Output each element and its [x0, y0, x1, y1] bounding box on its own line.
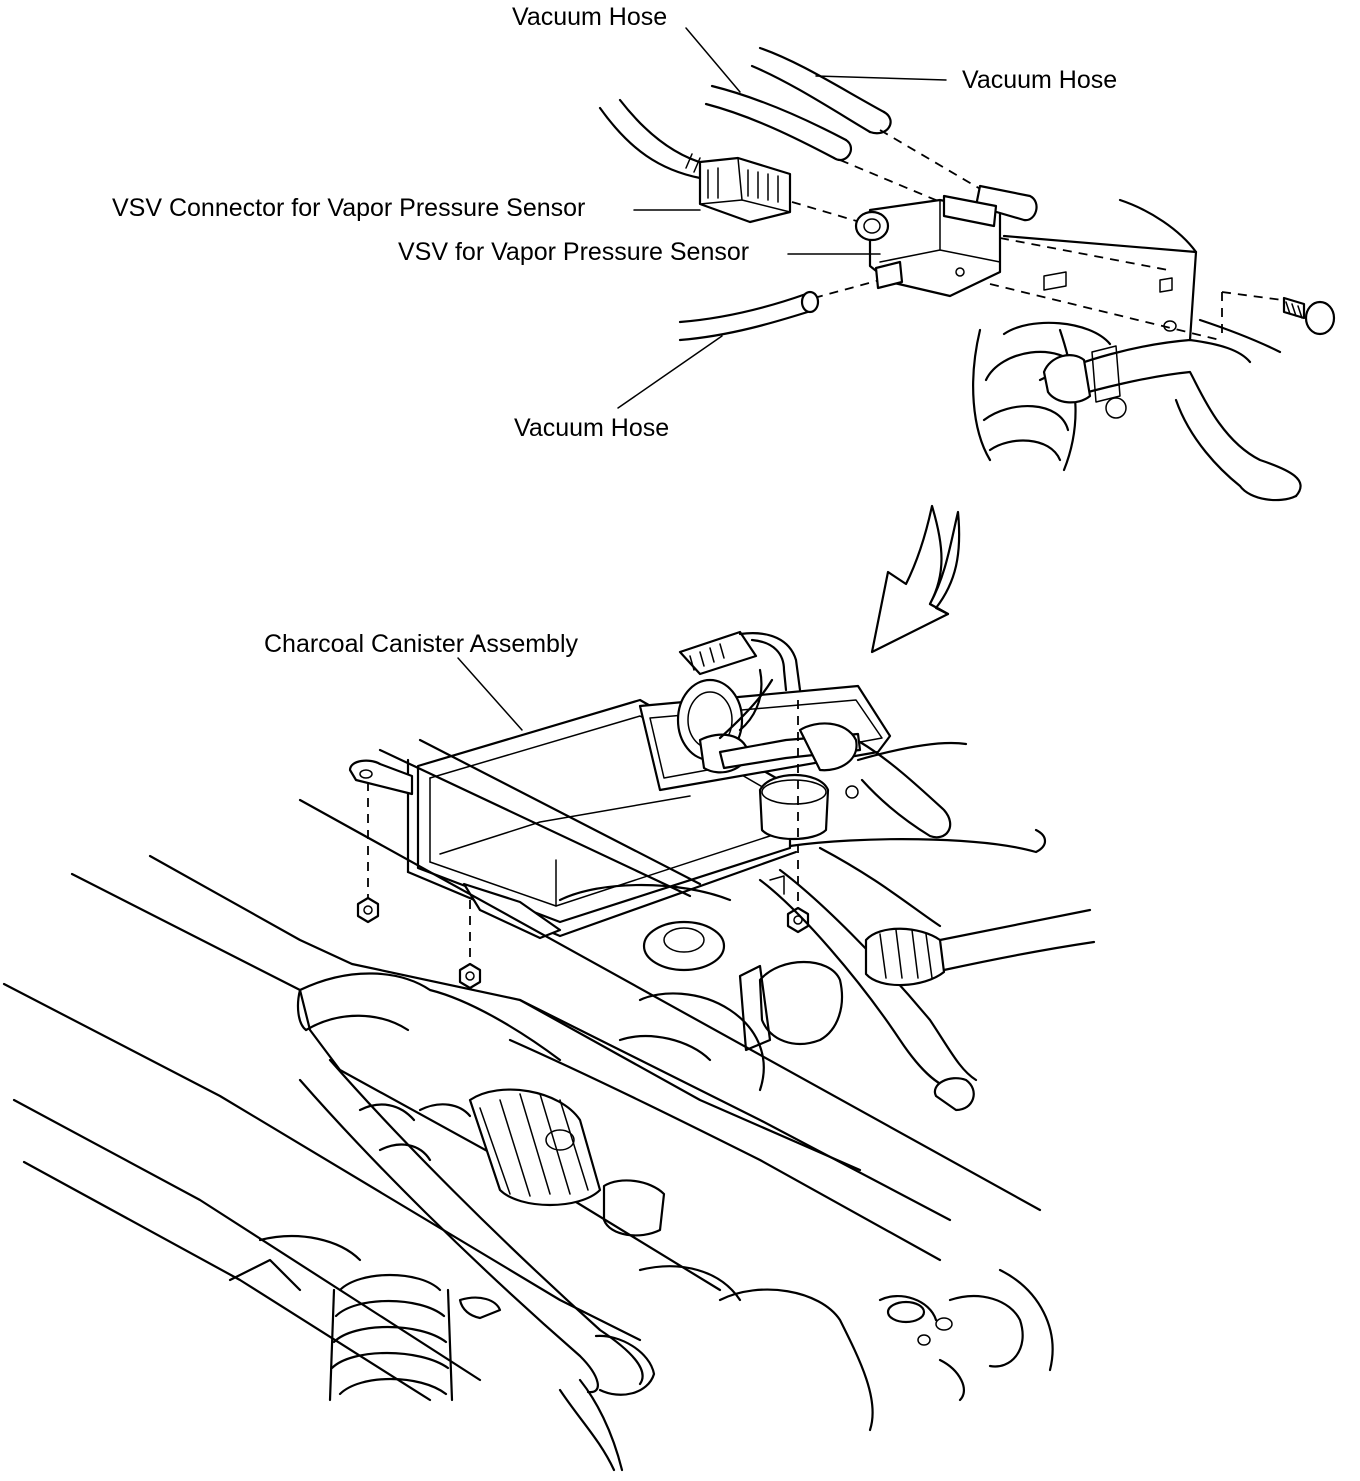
- nut-middle-icon: [458, 962, 482, 990]
- bolt-shape: [1282, 296, 1336, 336]
- leader-vacuum-hose-bottom: [617, 335, 723, 409]
- vsv-connector-shape: [698, 156, 792, 224]
- fastener-guides: [356, 700, 810, 990]
- chassis-underbody: [2, 738, 1096, 1472]
- leader-charcoal-canister: [457, 657, 523, 731]
- hose-guide-line-1: [879, 129, 983, 191]
- vsv-detail: [598, 46, 1336, 502]
- bolt-guide-line: [1221, 291, 1283, 340]
- leader-vacuum-hose-right: [815, 75, 947, 81]
- connector-guide-line: [791, 201, 861, 223]
- vacuum-hose-lower: [678, 290, 820, 342]
- bracket-guide-line-1: [999, 237, 1169, 271]
- leader-vacuum-hose-top: [685, 27, 741, 93]
- bracket-guide-line-2: [989, 283, 1221, 341]
- leader-lines: [457, 27, 947, 731]
- nut-right-icon: [786, 906, 810, 934]
- canister-assembly: [348, 630, 1047, 990]
- canister-mounting-tabs: [348, 759, 562, 940]
- vacuum-hose-upper: [704, 84, 852, 161]
- label-vacuum-hose-right: Vacuum Hose: [962, 66, 1118, 94]
- vsv-body-shape: [854, 184, 1038, 298]
- label-vacuum-hose-bottom: Vacuum Hose: [514, 414, 670, 442]
- connector-harness: [598, 98, 708, 180]
- canister-top-components: [638, 630, 1047, 854]
- vacuum-hose-upper-right: [750, 46, 892, 135]
- mounting-bracket: [1002, 198, 1198, 342]
- label-vsv-connector: VSV Connector for Vapor Pressure Sensor: [112, 194, 586, 222]
- coil-spring: [328, 1274, 454, 1402]
- nut-left-icon: [356, 896, 380, 924]
- engine-parts-top: [972, 318, 1302, 502]
- label-vsv: VSV for Vapor Pressure Sensor: [398, 238, 750, 266]
- hose-guide-line-2: [839, 159, 951, 207]
- label-vacuum-hose-top: Vacuum Hose: [512, 3, 668, 31]
- curved-arrow-icon: [870, 504, 961, 654]
- lower-hose-guide-line: [813, 279, 881, 299]
- label-charcoal-canister: Charcoal Canister Assembly: [264, 630, 579, 658]
